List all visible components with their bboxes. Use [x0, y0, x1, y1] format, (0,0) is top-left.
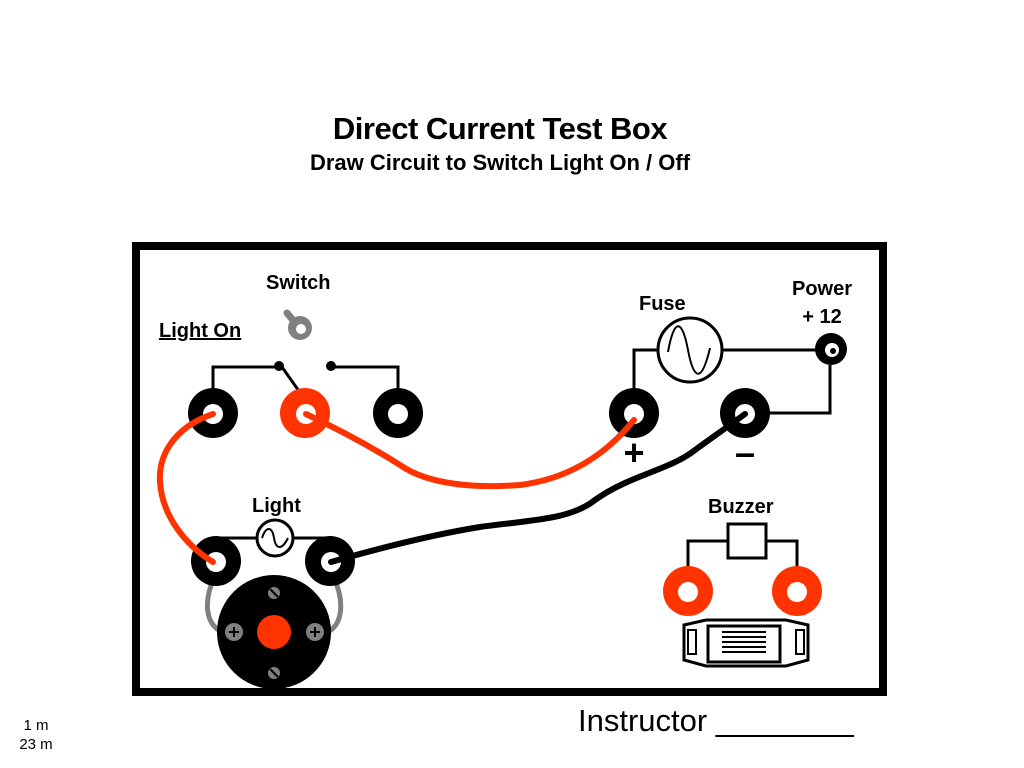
- terminal-positive[interactable]: [609, 388, 659, 438]
- instructor-signature-line[interactable]: Instructor ________: [578, 703, 854, 738]
- test-box-panel: [132, 242, 887, 696]
- negative-sign: –: [734, 432, 756, 473]
- red-wire-light-on-to-light[interactable]: [156, 411, 216, 565]
- switch-toggle-icon[interactable]: [283, 309, 312, 340]
- slide-timing-line2: 23 m: [19, 736, 53, 753]
- positive-sign: +: [623, 432, 645, 473]
- round-socket-icon: [217, 575, 331, 689]
- slide-timing-line1: 1 m: [23, 717, 49, 734]
- buzzer-box-icon: [726, 522, 768, 560]
- buzzer-device-icon: [682, 618, 810, 668]
- page-subtitle: Draw Circuit to Switch Light On / Off: [309, 150, 691, 175]
- fuse-wiring: [632, 348, 832, 415]
- terminal-light-left[interactable]: [191, 536, 241, 586]
- buzzer-label: Buzzer: [708, 496, 774, 518]
- light-bulb-icon: [255, 518, 295, 558]
- fuse-icon: [656, 316, 724, 384]
- switch-contact-right: [326, 361, 336, 371]
- terminal-buzzer-right[interactable]: [772, 566, 822, 616]
- slide-timing: 1 m 23 m: [8, 716, 64, 754]
- terminal-switch-black[interactable]: [373, 388, 423, 438]
- black-wire-light-to-negative[interactable]: [328, 411, 748, 565]
- fuse-label: Fuse: [639, 293, 686, 315]
- terminal-buzzer-left[interactable]: [663, 566, 713, 616]
- power-label: Power: [791, 278, 853, 300]
- power-jack-icon[interactable]: [815, 333, 847, 365]
- power-voltage-label: + 12: [802, 306, 842, 328]
- light-on-label: Light On: [159, 320, 242, 342]
- light-label: Light: [252, 495, 301, 517]
- page-title: Direct Current Test Box: [332, 111, 668, 146]
- switch-contact-left: [274, 361, 284, 371]
- buzzer-wiring: [686, 539, 799, 568]
- red-wire-switch-to-positive[interactable]: [303, 411, 637, 490]
- switch-label: Switch: [266, 272, 331, 294]
